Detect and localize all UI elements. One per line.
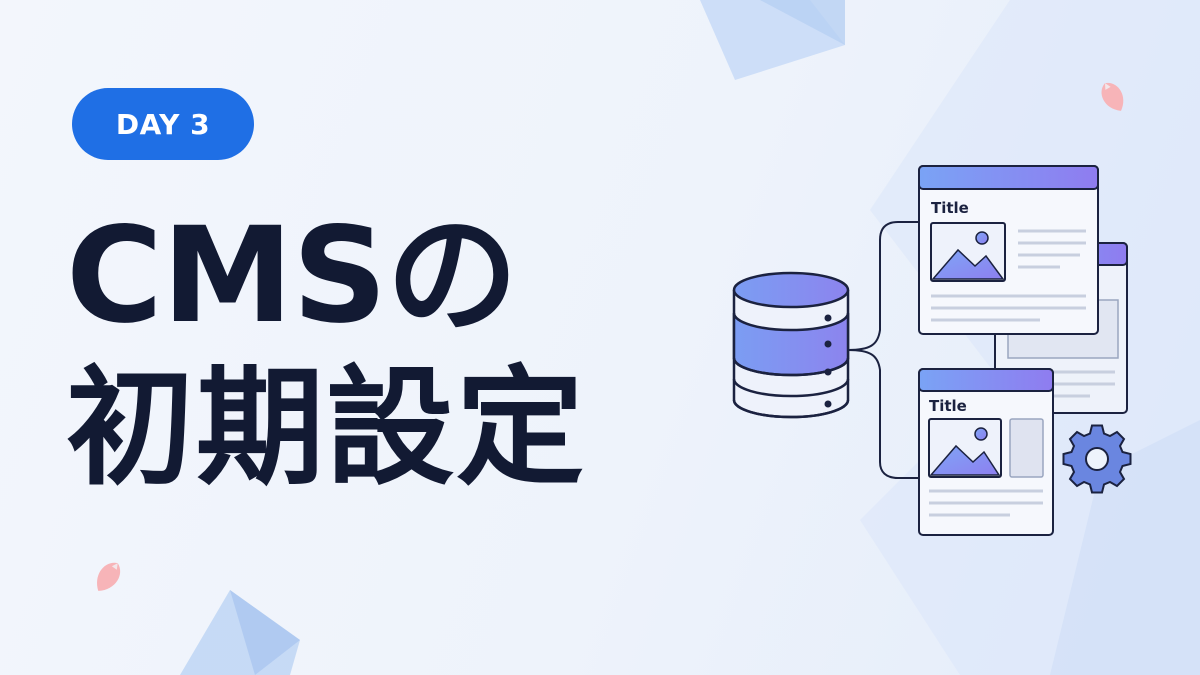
day-badge: DAY 3 xyxy=(72,88,254,160)
card-title: Title xyxy=(929,397,967,415)
bg-crystal-top-facet xyxy=(760,0,845,45)
database-icon xyxy=(732,271,850,419)
card-top: Title xyxy=(918,165,1099,335)
gear-icon xyxy=(1062,424,1132,494)
card-bottom: Title xyxy=(918,368,1054,536)
bg-crystal-bottom-facet xyxy=(230,590,300,675)
connector-line-top xyxy=(847,221,918,351)
card-title: Title xyxy=(931,199,969,217)
bg-panel-bottom-right xyxy=(1050,420,1200,675)
petal-icon xyxy=(97,562,121,591)
petal-icon xyxy=(1101,82,1124,111)
headline-line-1: CMSの xyxy=(66,199,518,353)
image-placeholder-icon xyxy=(928,418,1002,478)
headline-line-2: 初期設定 xyxy=(66,354,587,503)
image-placeholder-icon xyxy=(930,222,1006,282)
connector-line-bottom xyxy=(847,349,918,479)
